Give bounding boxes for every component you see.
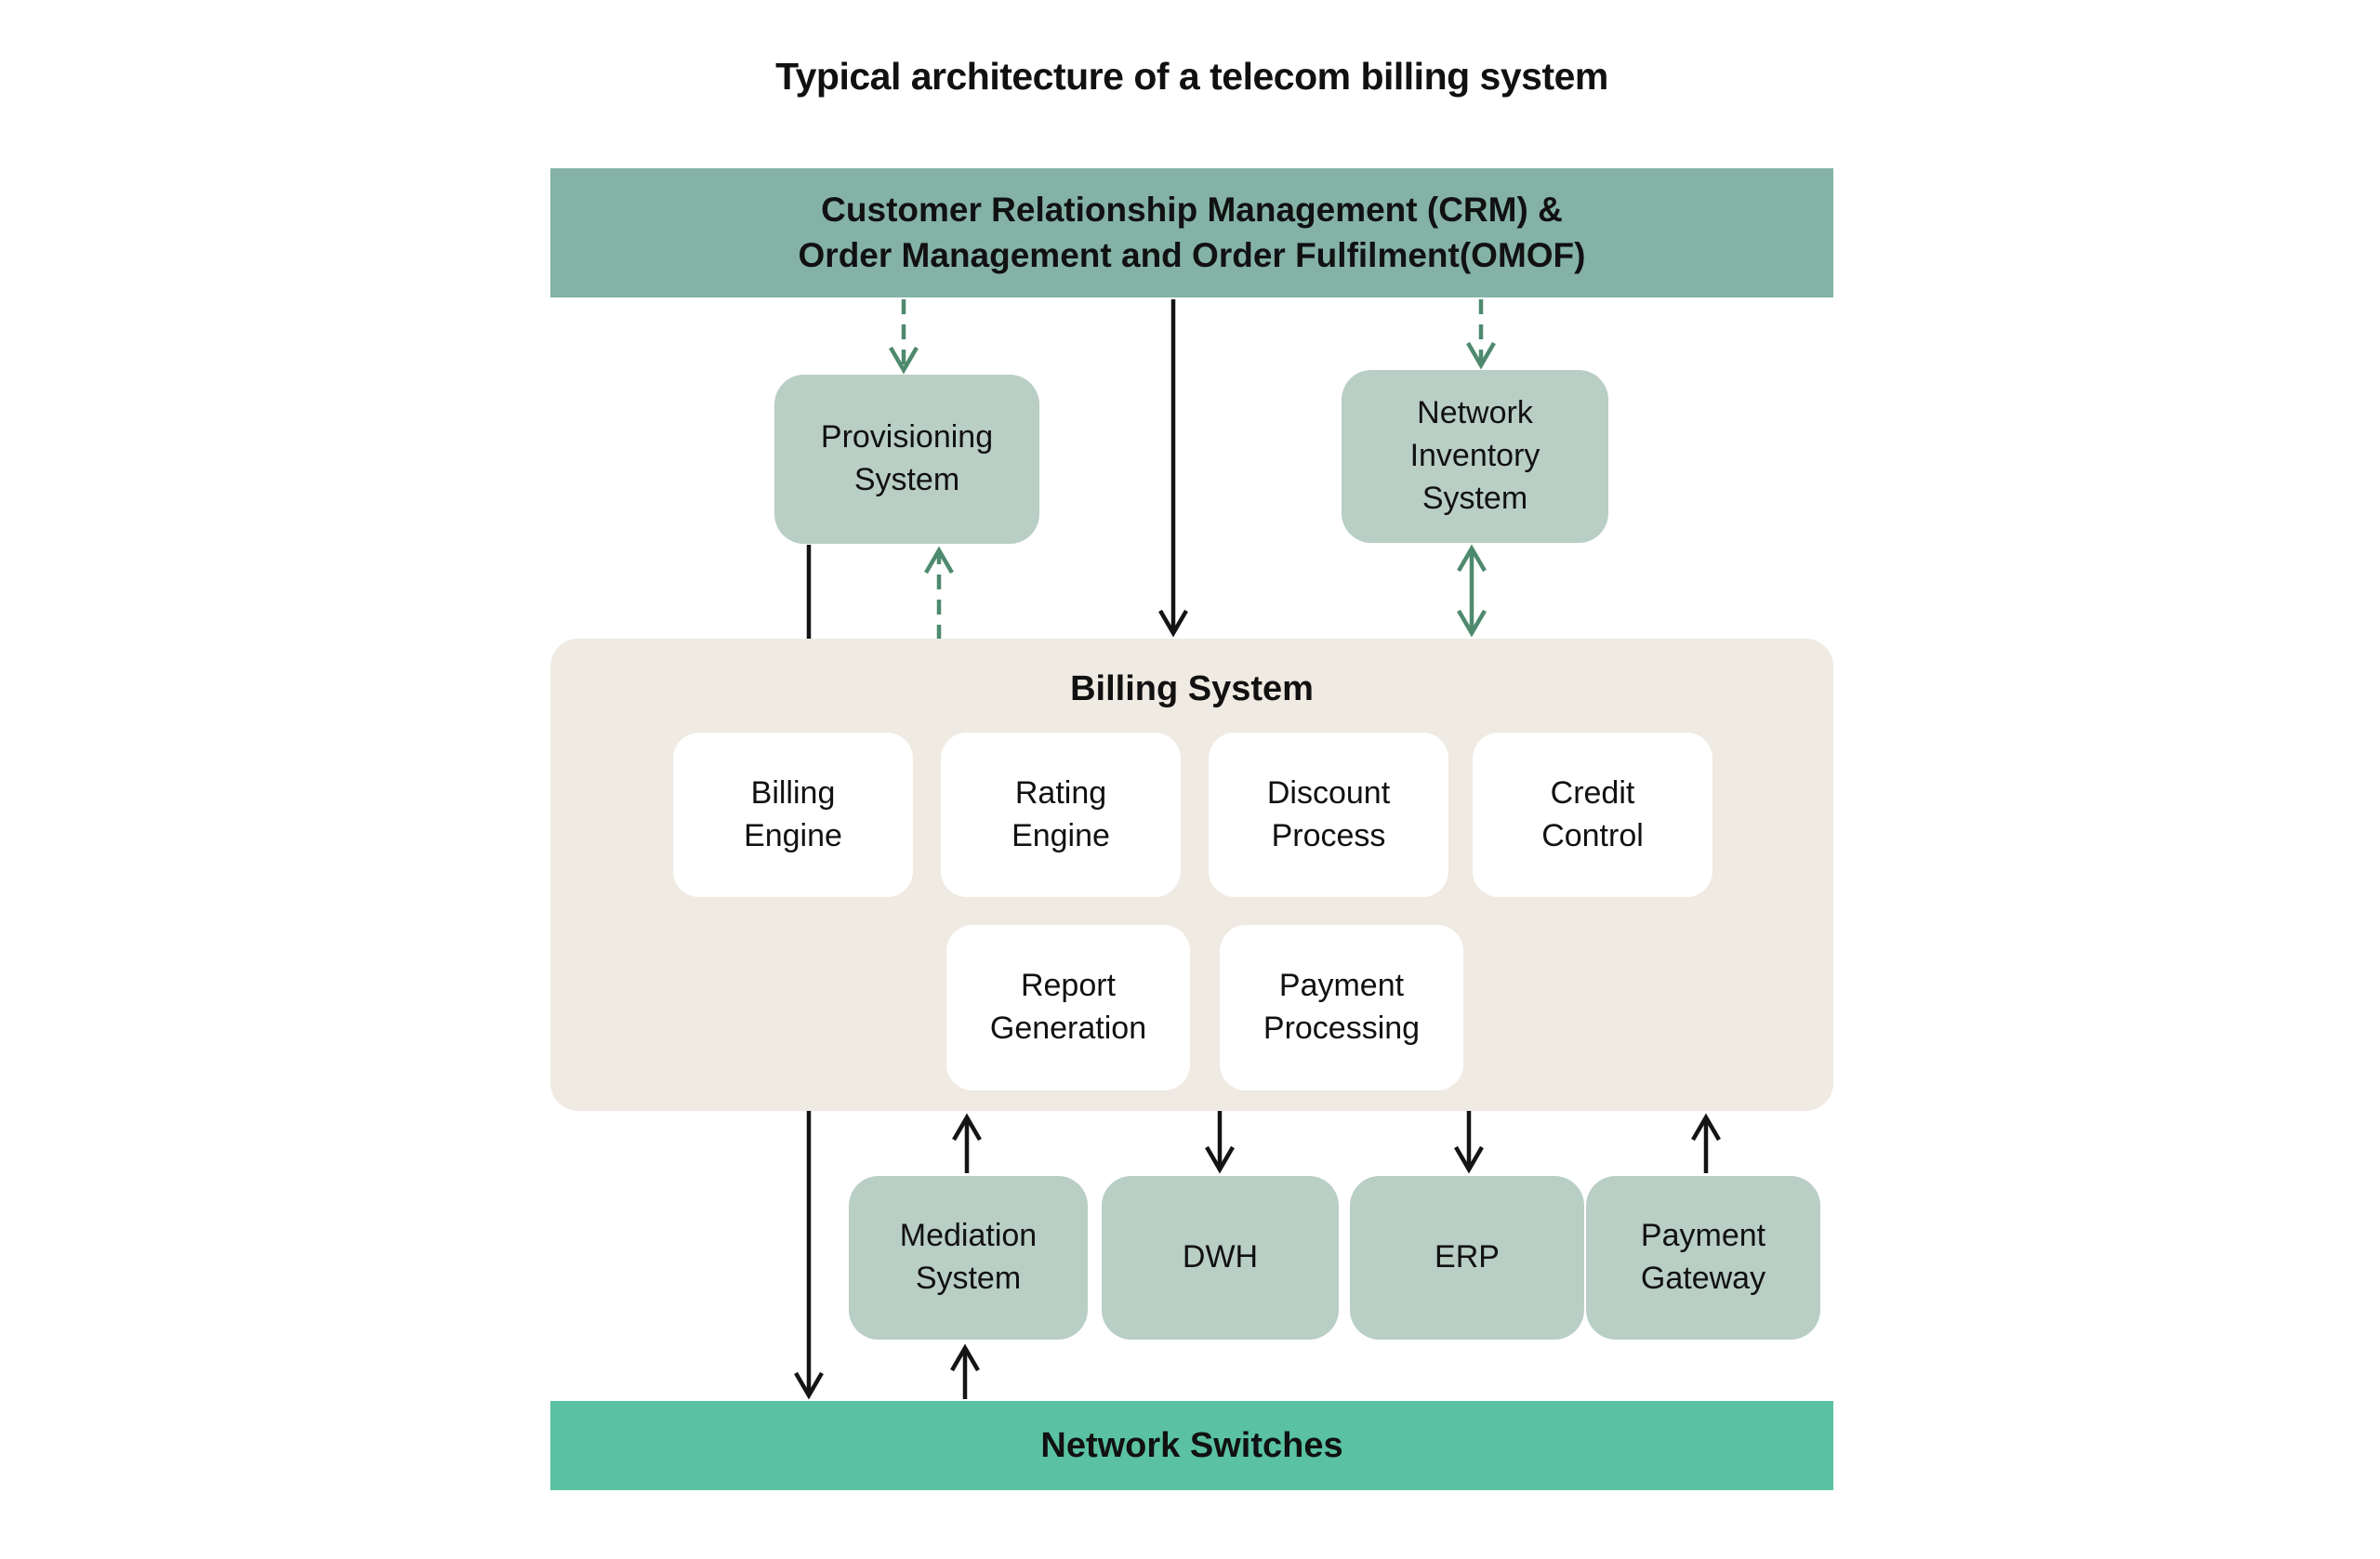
crm-omof-label: Customer Relationship Management (CRM) &…	[798, 191, 1586, 274]
provisioning-system-node: Provisioning System	[774, 375, 1039, 544]
payment-processing-label: Payment Processing	[1263, 968, 1421, 1046]
payment-gateway-node: Payment Gateway	[1586, 1176, 1820, 1340]
rating-engine-node: Rating Engine	[941, 733, 1181, 897]
credit-control-label: Credit Control	[1541, 774, 1644, 853]
discount-process-node: Discount Process	[1209, 733, 1448, 897]
billing-engine-label: Billing Engine	[744, 774, 842, 853]
network-switches-bar: Network Switches	[550, 1401, 1833, 1490]
erp-node: ERP	[1350, 1176, 1584, 1340]
rating-engine-label: Rating Engine	[1012, 774, 1110, 853]
dwh-label: DWH	[1182, 1239, 1259, 1275]
mediation-system-node: Mediation System	[849, 1176, 1088, 1340]
billing-engine-node: Billing Engine	[673, 733, 913, 897]
diagram-title-text: Typical architecture of a telecom billin…	[775, 54, 1608, 98]
diagram-title: Typical architecture of a telecom billin…	[550, 48, 1833, 104]
report-generation-node: Report Generation	[946, 925, 1190, 1090]
crm-omof-bar: Customer Relationship Management (CRM) &…	[550, 168, 1833, 297]
erp-label: ERP	[1435, 1239, 1500, 1275]
provisioning-system-label: Provisioning System	[820, 419, 994, 497]
network-inventory-system-label: Network Inventory System	[1409, 395, 1540, 516]
network-switches-label: Network Switches	[1040, 1425, 1343, 1465]
credit-control-node: Credit Control	[1473, 733, 1712, 897]
report-generation-label: Report Generation	[989, 968, 1147, 1046]
payment-gateway-label: Payment Gateway	[1640, 1218, 1766, 1296]
dwh-node: DWH	[1102, 1176, 1339, 1340]
billing-system-title: Billing System	[550, 667, 1833, 710]
network-inventory-system-node: Network Inventory System	[1342, 370, 1608, 543]
mediation-system-label: Mediation System	[899, 1218, 1038, 1296]
payment-processing-node: Payment Processing	[1220, 925, 1463, 1090]
billing-system-title-text: Billing System	[1070, 668, 1314, 708]
discount-process-label: Discount Process	[1266, 774, 1391, 853]
